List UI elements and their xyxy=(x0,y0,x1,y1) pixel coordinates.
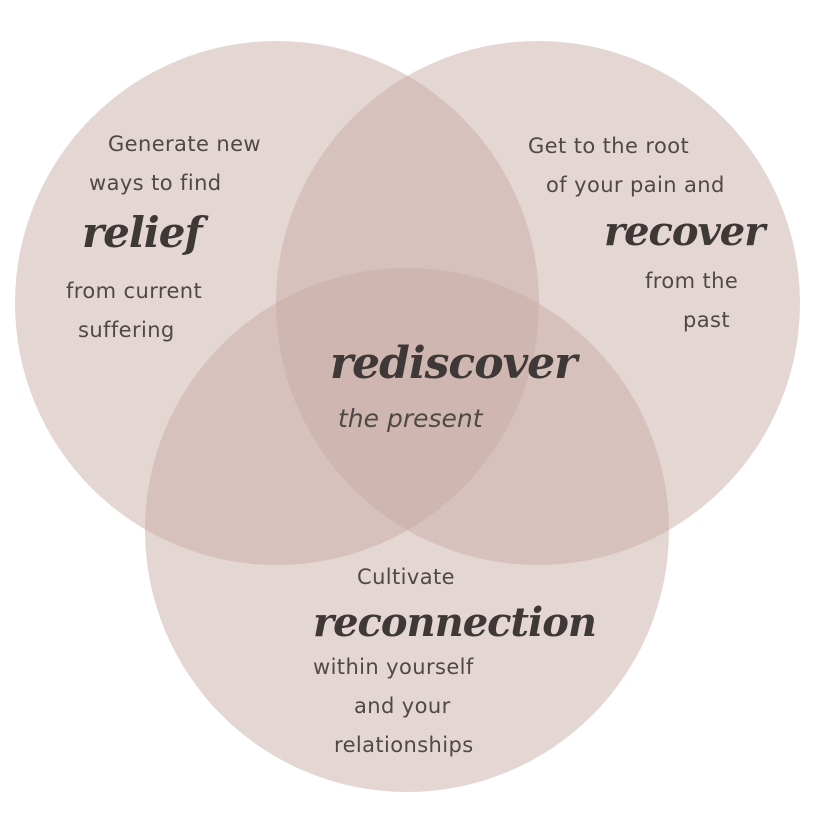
rediscover-subtitle: the present xyxy=(338,404,483,433)
rediscover-keyword: rediscover xyxy=(330,338,577,389)
relief-line-2: ways to find xyxy=(89,171,222,195)
reconnection-line-3: and your xyxy=(354,694,451,718)
reconnection-line-2: within yourself xyxy=(313,655,474,679)
circle-recover xyxy=(276,41,800,565)
reconnection-line-4: relationships xyxy=(334,733,474,757)
circle-relief xyxy=(15,41,539,565)
relief-line-1: Generate new xyxy=(108,132,261,156)
relief-line-4: suffering xyxy=(78,318,175,342)
recover-keyword: recover xyxy=(604,208,765,255)
circle-reconnection xyxy=(145,268,669,792)
recover-line-3: from the xyxy=(645,269,739,293)
relief-line-3: from current xyxy=(66,279,203,303)
relief-keyword: relief xyxy=(82,208,203,257)
reconnection-keyword: reconnection xyxy=(313,599,597,646)
reconnection-line-1: Cultivate xyxy=(357,565,455,589)
recover-line-1: Get to the root xyxy=(528,134,690,158)
recover-line-2: of your pain and xyxy=(546,173,725,197)
recover-line-4: past xyxy=(683,308,730,332)
